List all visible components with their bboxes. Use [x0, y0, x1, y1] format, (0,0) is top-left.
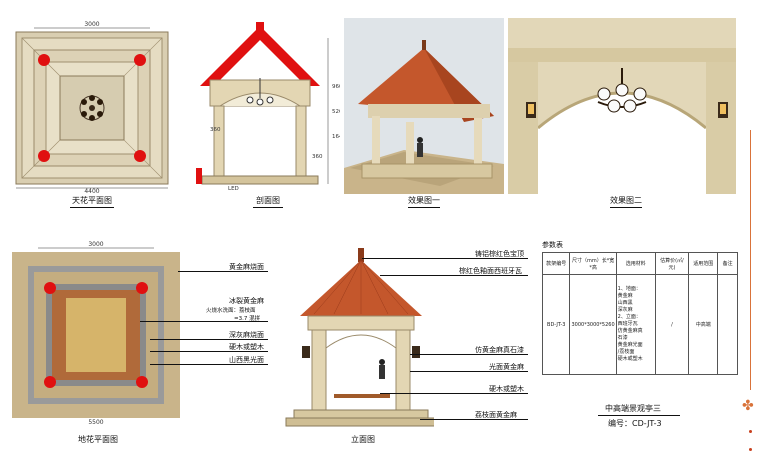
dim-label: 960 — [332, 84, 340, 90]
table-cell-materials: 1、地面： 黄金麻 山西黑 深灰麻 2、立面： 西班牙瓦 仿黄金麻真 石漆 黄金… — [615, 274, 656, 375]
leader-line — [150, 364, 268, 365]
params-title: 参数表 — [542, 241, 563, 249]
leader-line — [140, 321, 268, 322]
leader-line — [150, 351, 268, 352]
flourish-icon: ✤ — [742, 398, 754, 414]
elevation-panel — [274, 238, 434, 428]
ceiling-plan-caption: 天花平面图 — [72, 196, 112, 205]
lamp-red-dot — [38, 150, 50, 162]
table-cell-note — [717, 274, 738, 375]
section-panel: 960 5260 1640 360 360 LED — [180, 18, 340, 194]
section-caption: 剖面图 — [256, 196, 280, 205]
caption-underline — [70, 207, 114, 208]
leader-line — [178, 271, 268, 272]
floor-dim-top: 3000 — [88, 241, 103, 248]
material-line: 山西黑 — [617, 300, 633, 306]
leader-line — [380, 393, 528, 394]
render-two-caption: 效果图二 — [610, 196, 642, 205]
decorative-border-line — [750, 130, 751, 390]
elevation-label: 硬木或塑木 — [489, 385, 524, 393]
decorative-dot — [749, 430, 752, 433]
dim-label: 360 — [312, 154, 323, 160]
render-one-drawing — [344, 40, 504, 194]
led-label: LED — [228, 186, 239, 192]
material-line: 硬木或塑木 — [617, 356, 643, 362]
table-cell-price: / — [654, 274, 690, 375]
leader-line — [420, 419, 528, 420]
floor-label: 冰裂黄金麻 — [229, 297, 264, 305]
render-two-panel — [508, 18, 736, 194]
section-drawing: 960 5260 1640 360 360 LED — [196, 22, 340, 192]
floor-label: 硬木或塑木 — [229, 343, 264, 351]
params-table: 款架编号 尺寸（mm）长*宽*高 选用材料 估算价(㎡/元) 适用范围 备注 B… — [541, 252, 738, 375]
floor-plan-panel: 3000 5500 — [12, 238, 180, 428]
dim-label: 1640 — [332, 134, 340, 140]
ceiling-dim-top: 3000 — [84, 21, 99, 28]
table-cell-size: 3000*3000*5260 — [569, 274, 617, 375]
leader-line — [362, 258, 528, 259]
elevation-label: 荔枝面黄金麻 — [475, 411, 517, 419]
material-line: 深灰麻 — [617, 307, 633, 313]
table-header-cell: 适用范围 — [688, 252, 719, 275]
table-cell-code: BD-JT-3 — [541, 274, 571, 375]
render-two-drawing — [508, 18, 736, 194]
floor-dim-bottom: 5500 — [88, 419, 103, 426]
leader-line — [150, 339, 268, 340]
table-cell-scope: 中高端 — [688, 274, 719, 375]
elevation-label: 仿黄金麻真石漆 — [475, 346, 524, 354]
table-header-cell: 选用材料 — [615, 252, 656, 275]
floor-label: 深灰麻烧面 — [229, 331, 264, 339]
leader-line — [380, 275, 528, 276]
floor-plan-caption: 地花平面图 — [78, 435, 118, 444]
floor-label: =3.7 混拼 — [234, 316, 261, 322]
table-row: BD-JT-3 3000*3000*5260 1、地面： 黄金麻 山西黑 深灰麻… — [541, 274, 738, 375]
floor-plan-drawing: 3000 5500 — [12, 241, 180, 426]
leader-line — [410, 371, 528, 372]
caption-underline — [253, 207, 283, 208]
table-header-cell: 备注 — [717, 252, 738, 275]
title-underline — [598, 415, 680, 416]
material-line: 黄金麻 — [617, 293, 633, 299]
dim-label: 360 — [210, 127, 221, 133]
material-line: /荔枝面 — [617, 349, 635, 355]
material-line: 仿黄金麻真 — [617, 328, 643, 334]
floor-label: 山西黑光面 — [229, 356, 264, 364]
elevation-label: 铸铝棕红色宝顶 — [475, 250, 524, 258]
leader-line — [410, 354, 528, 355]
lamp-red-dot — [38, 54, 50, 66]
caption-underline — [610, 207, 642, 208]
floor-label: 黄金麻烧面 — [229, 263, 264, 271]
dim-label: 5260 — [332, 109, 340, 115]
ceiling-dim-bottom: 4400 — [84, 188, 99, 194]
ceiling-plan-drawing: 3000 4400 — [15, 21, 169, 194]
product-code: 编号：CD-JT-3 — [608, 419, 662, 428]
table-header-row: 款架编号 尺寸（mm）长*宽*高 选用材料 估算价(㎡/元) 适用范围 备注 — [541, 252, 738, 275]
elevation-drawing — [285, 248, 434, 427]
ceiling-plan-panel: 3000 4400 — [12, 18, 172, 194]
material-line: 1、地面： — [617, 286, 641, 292]
table-header-cell: 估算价(㎡/元) — [654, 252, 690, 275]
material-line: 西班牙瓦 — [617, 321, 638, 327]
render-one-caption: 效果图一 — [408, 196, 440, 205]
lamp-red-dot — [134, 54, 146, 66]
elevation-label: 光面黄金麻 — [489, 363, 524, 371]
decorative-dot — [749, 448, 752, 451]
elevation-label: 棕红色釉面西班牙瓦 — [459, 267, 522, 275]
elevation-caption: 立面图 — [351, 435, 375, 444]
material-line: 石漆 — [617, 335, 628, 341]
floor-label: 火烧水洗面：荔枝面 — [206, 308, 256, 314]
product-title: 中高端景观亭三 — [605, 404, 661, 413]
material-line: 2、立面： — [617, 314, 641, 320]
material-line: 黄金麻光面 — [617, 342, 643, 348]
lamp-red-dot — [134, 150, 146, 162]
table-header-cell: 款架编号 — [541, 252, 571, 275]
roof-section — [200, 26, 320, 86]
caption-underline — [408, 207, 440, 208]
table-header-cell: 尺寸（mm）长*宽*高 — [569, 252, 617, 275]
render-one-panel — [344, 18, 504, 194]
